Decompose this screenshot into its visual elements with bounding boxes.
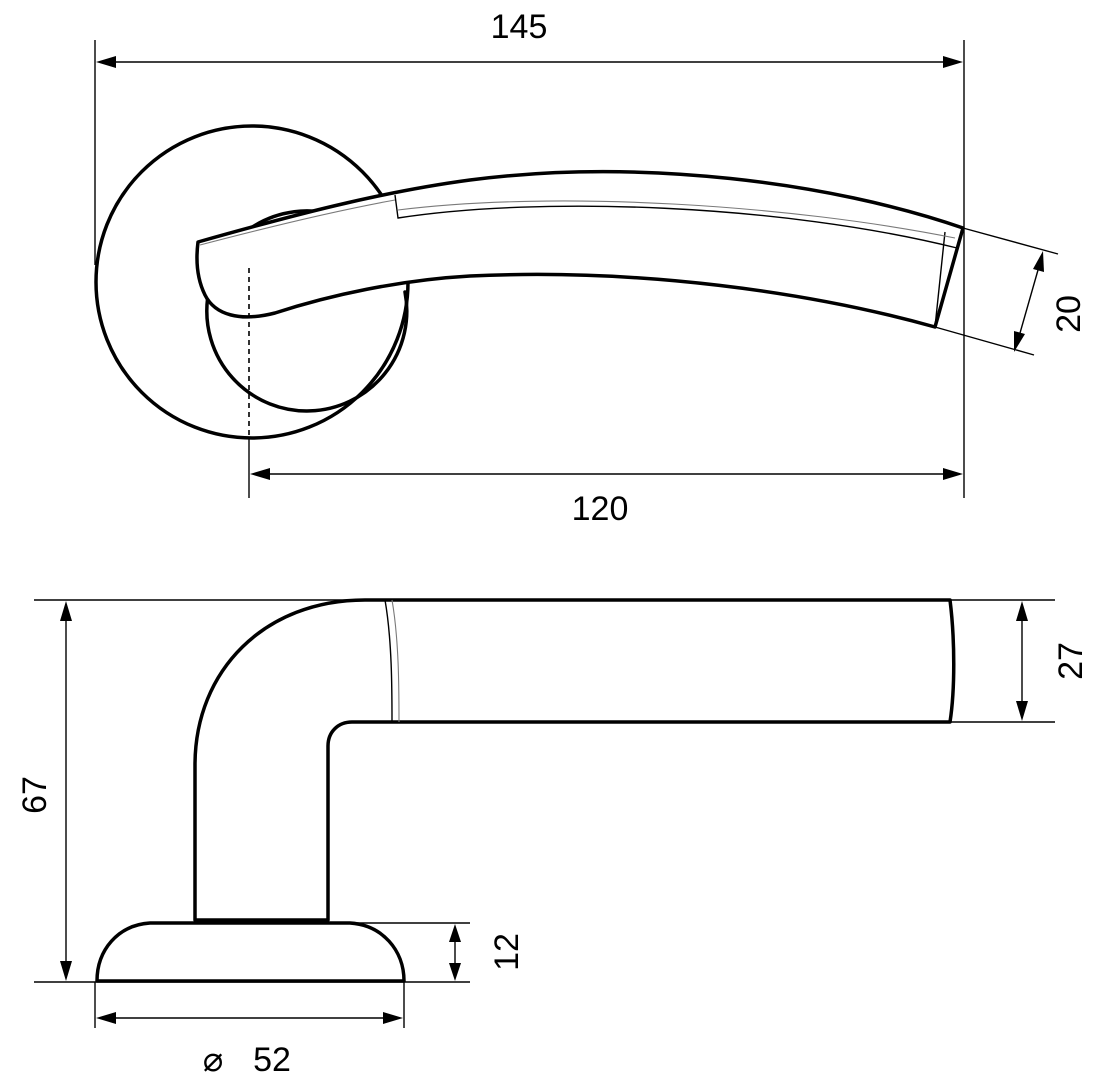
rose-side-profile	[95, 921, 406, 983]
diameter-symbol: ⌀	[203, 1041, 223, 1079]
arrowhead-12-bottom	[449, 963, 461, 981]
dimension-12: 12	[350, 922, 526, 981]
arrowhead-120-left	[250, 468, 270, 480]
extension-line-20-bottom	[934, 326, 1035, 356]
lever-highlight-line	[199, 199, 396, 246]
lever-highlight-line-2	[394, 194, 958, 249]
dimension-label-52: 52	[253, 1041, 291, 1079]
arrowhead-27-top	[1016, 601, 1028, 621]
dimension-67: 67	[16, 599, 470, 983]
arrowhead-67-top	[60, 601, 72, 621]
arrowhead-145-left	[96, 56, 116, 68]
extension-line-20-top	[962, 227, 1059, 255]
arrowhead-145-right	[943, 56, 963, 68]
dimension-label-145: 145	[491, 8, 548, 46]
dimension-label-120: 120	[572, 490, 629, 528]
lever-joint-line	[384, 599, 393, 723]
dimension-label-12: 12	[488, 933, 526, 971]
side-view: 67 27 12 ⌀ 52	[16, 598, 1090, 1079]
arrowhead-52-left	[96, 1012, 116, 1024]
dimension-52: ⌀ 52	[94, 982, 405, 1079]
arrowhead-52-right	[383, 1012, 403, 1024]
lever-joint-line-2	[391, 599, 400, 723]
lever-body	[195, 169, 965, 329]
arrowhead-120-right	[943, 468, 963, 480]
dimension-label-67: 67	[16, 776, 54, 814]
dimension-20: 20	[934, 227, 1088, 356]
dimension-120: 120	[248, 438, 963, 528]
dimension-line-20	[1015, 255, 1043, 348]
dimension-label-20: 20	[1050, 295, 1088, 333]
arrowhead-12-top	[449, 924, 461, 942]
dimension-label-27: 27	[1052, 642, 1090, 680]
dimension-27: 27	[950, 599, 1090, 723]
top-view: 145 120 20	[94, 8, 1088, 528]
lever-tip-edge	[934, 231, 946, 328]
lever-highlight-line-3	[397, 200, 956, 239]
arrowhead-20-bottom	[1014, 331, 1025, 352]
dimension-145: 145	[94, 8, 965, 498]
lever-side-profile	[193, 598, 956, 922]
arrowhead-27-bottom	[1016, 701, 1028, 721]
arrowhead-67-bottom	[60, 961, 72, 981]
arrowhead-20-top	[1033, 251, 1044, 272]
